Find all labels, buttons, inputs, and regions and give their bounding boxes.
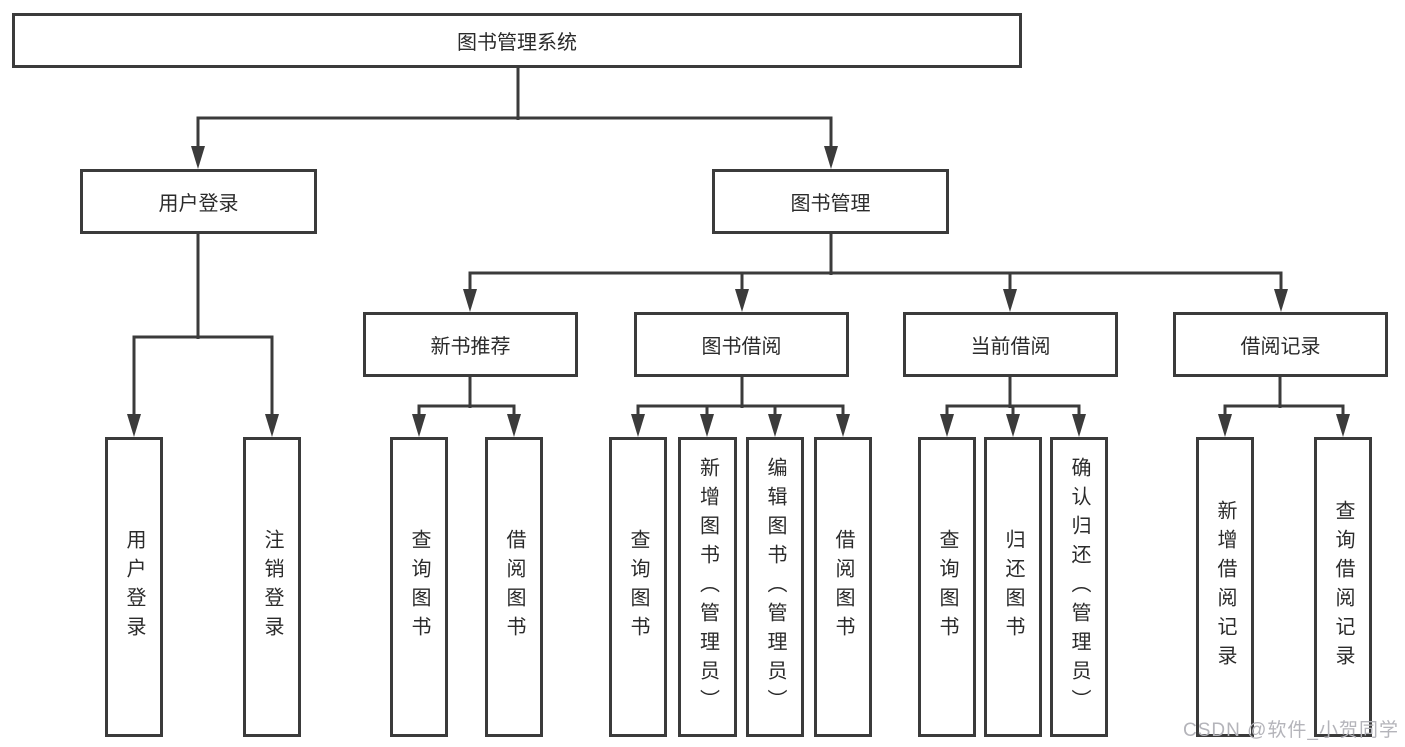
node-module-new-book-recommend: 新书推荐	[363, 312, 578, 377]
leaf-query-books-current: 查询图书	[918, 437, 976, 737]
leaf-label: 新增图书（管理员）	[696, 456, 719, 718]
leaf-return-books: 归还图书	[984, 437, 1042, 737]
leaf-label: 确认归还（管理员）	[1068, 456, 1090, 718]
leaf-label: 归还图书	[1002, 529, 1024, 645]
leaf-label: 借阅图书	[503, 529, 525, 645]
leaf-borrow-books-recommend: 借阅图书	[485, 437, 543, 737]
leaf-user-login: 用户登录	[105, 437, 163, 737]
node-module-current-borrow: 当前借阅	[903, 312, 1118, 377]
node-user-login: 用户登录	[80, 169, 317, 234]
node-module-borrow-records: 借阅记录	[1173, 312, 1388, 377]
leaf-label: 查询图书	[627, 529, 649, 645]
leaf-confirm-return-admin: 确认归还（管理员）	[1050, 437, 1108, 737]
leaf-label: 借阅图书	[832, 529, 854, 645]
leaf-query-books-recommend: 查询图书	[390, 437, 448, 737]
watermark: CSDN @软件_小贺同学	[1183, 720, 1399, 741]
node-root: 图书管理系统	[12, 13, 1022, 68]
leaf-query-books-borrow: 查询图书	[609, 437, 667, 737]
node-book-management: 图书管理	[712, 169, 949, 234]
leaf-label: 新增借阅记录	[1214, 500, 1236, 674]
leaf-label: 查询图书	[936, 529, 958, 645]
node-module-book-borrow: 图书借阅	[634, 312, 849, 377]
leaf-label: 查询图书	[408, 529, 430, 645]
leaf-label: 编辑图书（管理员）	[764, 456, 786, 718]
leaf-query-borrow-record: 查询借阅记录	[1314, 437, 1372, 737]
leaf-label: 查询借阅记录	[1332, 500, 1354, 674]
leaf-edit-books-admin: 编辑图书（管理员）	[746, 437, 804, 737]
leaf-add-books-admin: 新增图书（管理员）	[678, 437, 737, 737]
leaf-add-borrow-record: 新增借阅记录	[1196, 437, 1254, 737]
leaf-label: 用户登录	[123, 529, 145, 645]
leaf-logout: 注销登录	[243, 437, 301, 737]
leaf-label: 注销登录	[261, 529, 283, 645]
leaf-borrow-books: 借阅图书	[814, 437, 872, 737]
